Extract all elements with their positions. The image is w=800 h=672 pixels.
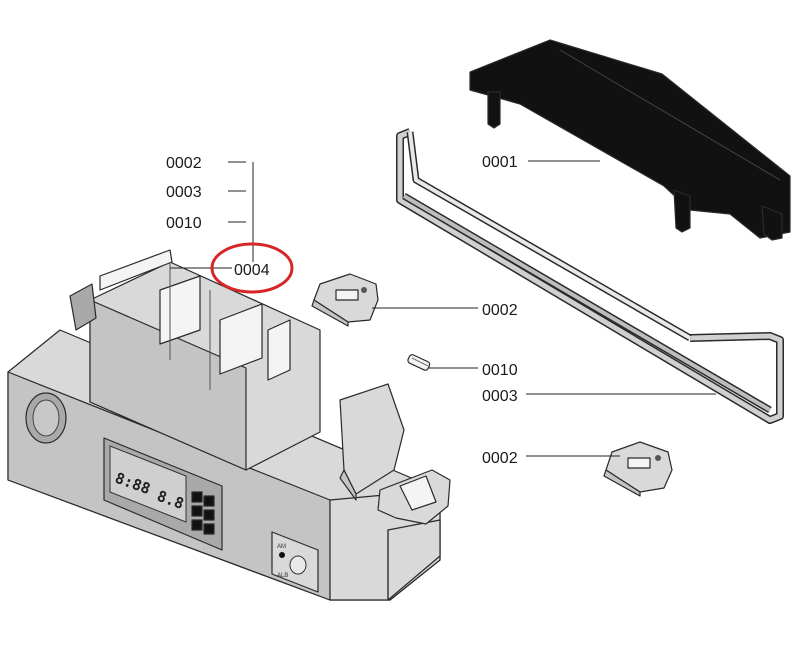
ctrl-mark-top: AM bbox=[277, 544, 286, 550]
callout-0002-low: 0002 bbox=[482, 450, 518, 467]
callout-0003-top: 0003 bbox=[166, 184, 202, 201]
ctrl-mark-bottom: ALB bbox=[277, 573, 288, 579]
callout-0010-top: 0010 bbox=[166, 215, 202, 232]
callout-0002-top: 0002 bbox=[166, 155, 202, 172]
callout-0010-mid: 0010 bbox=[482, 362, 518, 379]
part-0010-fuse bbox=[407, 354, 431, 371]
callout-0001: 0001 bbox=[482, 154, 518, 171]
leader-lines bbox=[170, 160, 716, 457]
part-0001-cover bbox=[469, 39, 791, 241]
highlight-ring-0004 bbox=[210, 242, 294, 294]
part-0002-clip-upper bbox=[311, 273, 379, 327]
callout-0002-mid: 0002 bbox=[482, 302, 518, 319]
callout-0004: 0004 bbox=[234, 262, 270, 279]
part-0002-clip-lower bbox=[603, 441, 673, 497]
part-0004-control-housing: AM ALB bbox=[7, 249, 451, 601]
part-0003-frame bbox=[396, 128, 784, 424]
callout-0003-mid: 0003 bbox=[482, 388, 518, 405]
